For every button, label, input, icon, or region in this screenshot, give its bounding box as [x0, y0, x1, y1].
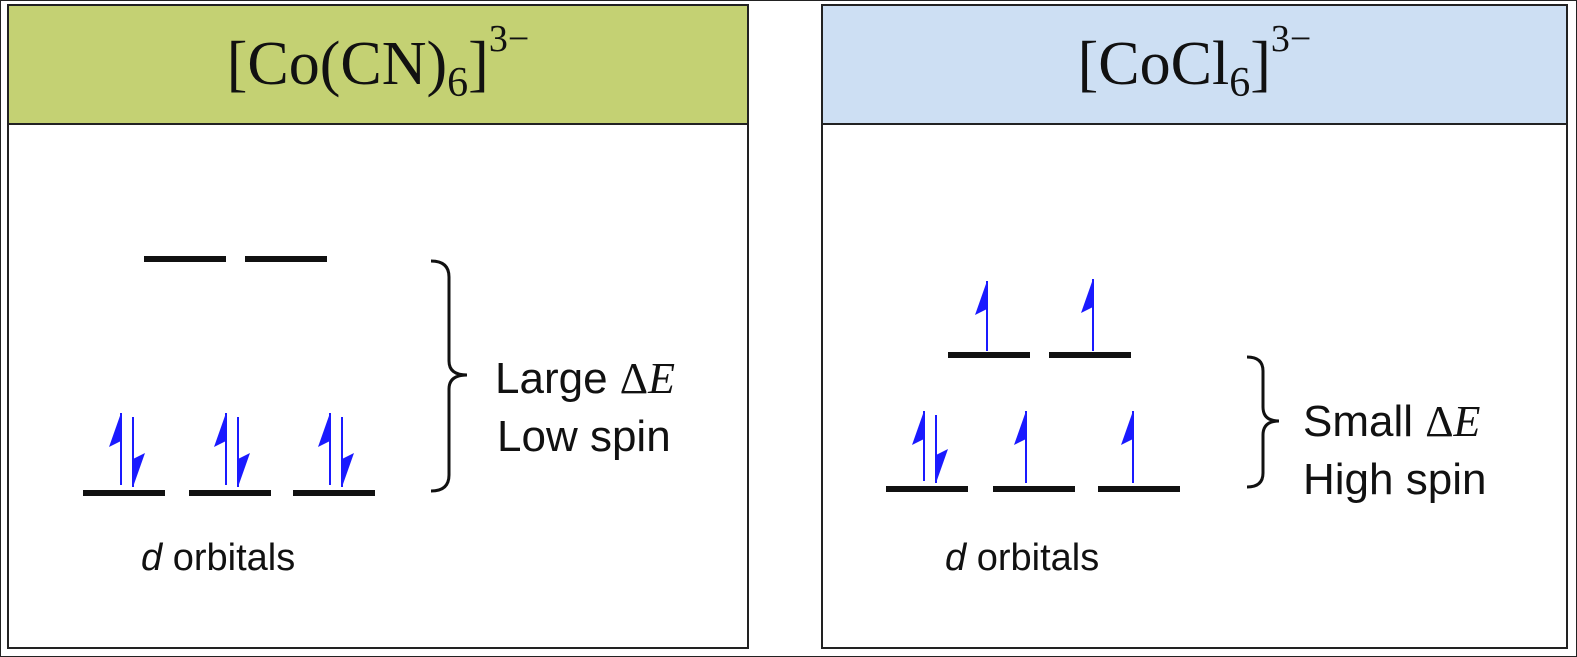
- electron-up: [1121, 411, 1134, 483]
- energy-gap-brace: [430, 259, 468, 493]
- electron-pair: [318, 413, 354, 487]
- formula-close-bracket: ]: [468, 30, 489, 98]
- energy-symbol: E: [1453, 397, 1481, 446]
- electron-up: [1014, 411, 1027, 483]
- energy-gap-brace: [1246, 355, 1280, 489]
- formula-subscript: 6: [447, 59, 469, 106]
- energy-gap-label: Small ΔE: [1303, 393, 1486, 451]
- energy-symbol: E: [648, 354, 675, 403]
- electron-pair: [214, 413, 250, 487]
- formula-charge: 3−: [1270, 17, 1312, 60]
- d-letter: d: [945, 537, 967, 579]
- orbitals-word: orbitals: [966, 537, 1100, 579]
- orbital-diagram-high-spin: [886, 279, 1280, 492]
- formula-charge: 3−: [488, 17, 530, 60]
- orbital-diagram-low-spin: [83, 256, 468, 496]
- electron-up: [975, 281, 988, 351]
- formula-base: [Co(CN): [226, 30, 448, 98]
- electron-pair: [912, 411, 948, 483]
- size-word: Large: [495, 354, 620, 403]
- panel-body-cocl6: d orbitals Small ΔE High spin: [823, 125, 1566, 647]
- d-letter: d: [141, 537, 163, 579]
- formula-base: [CoCl: [1077, 30, 1230, 98]
- orbitals-word: orbitals: [162, 537, 296, 579]
- formula-subscript: 6: [1229, 59, 1251, 106]
- panel-co-cn6: [Co(CN)6]3−: [7, 4, 749, 649]
- spin-state-label: Low spin: [497, 412, 671, 461]
- electron-up: [1081, 279, 1094, 351]
- size-word: Small: [1303, 397, 1426, 446]
- splitting-annotation: Small ΔE High spin: [1303, 393, 1486, 509]
- delta-symbol: Δ: [1425, 397, 1454, 446]
- panel-body-co-cn6: d orbitals Large ΔE Low spin: [9, 125, 747, 647]
- d-orbitals-label: d orbitals: [141, 537, 295, 580]
- delta-symbol: Δ: [619, 354, 649, 403]
- formula-close-bracket: ]: [1250, 30, 1271, 98]
- panel-header-co-cn6: [Co(CN)6]3−: [9, 6, 747, 125]
- splitting-annotation: Large ΔE Low spin: [495, 350, 675, 466]
- electron-pair: [109, 413, 145, 487]
- energy-gap-label: Large ΔE: [495, 350, 675, 408]
- spin-state-label: High spin: [1303, 455, 1487, 504]
- d-orbitals-label: d orbitals: [945, 537, 1099, 580]
